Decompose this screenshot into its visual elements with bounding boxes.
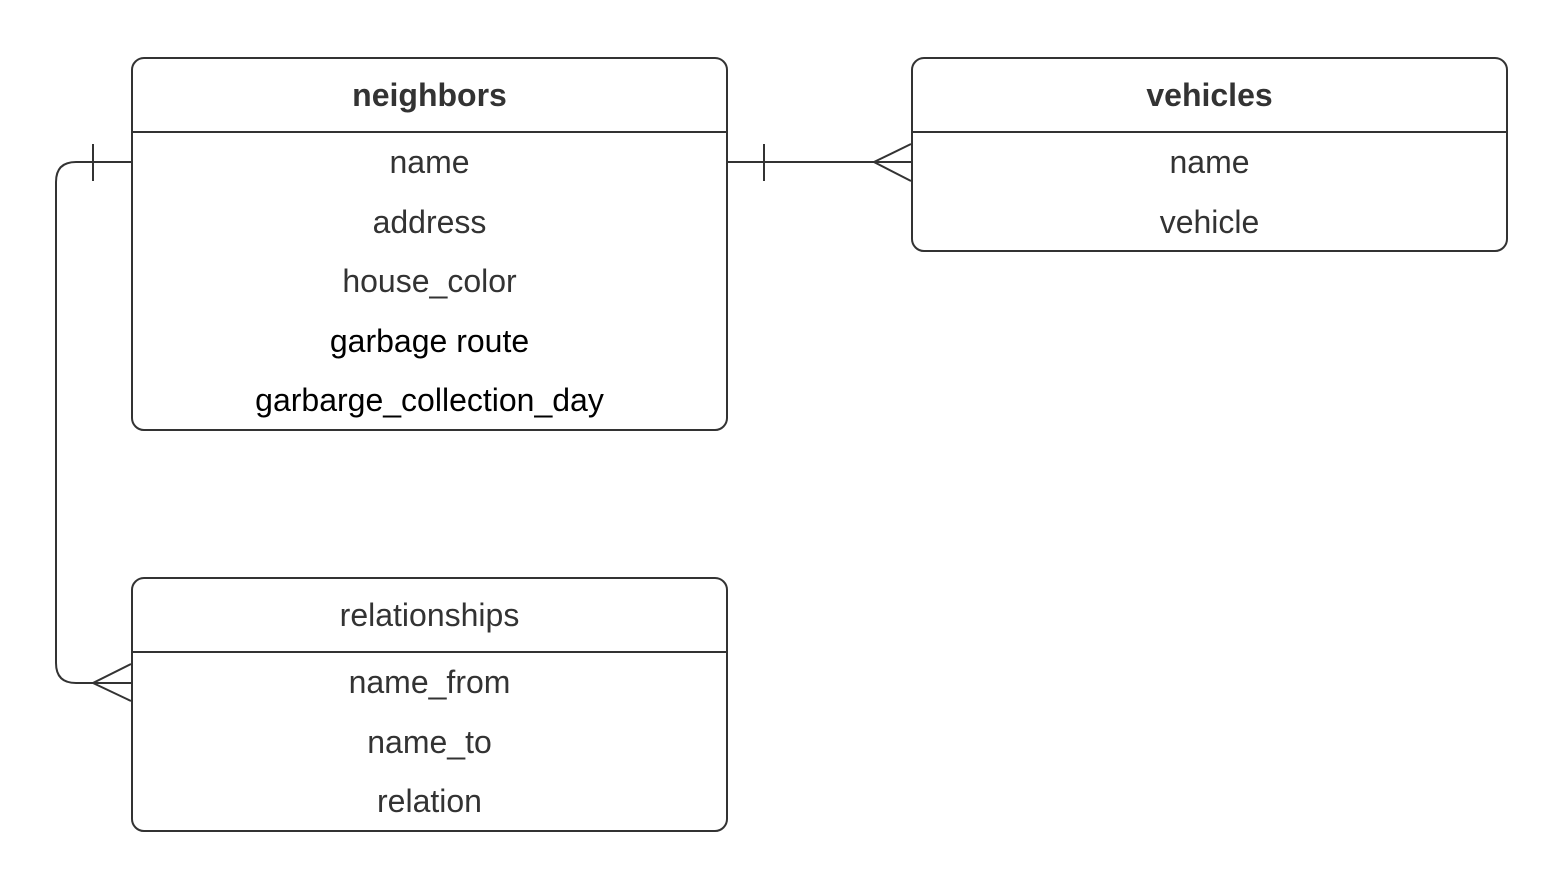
entity-vehicles[interactable]: vehicles name vehicle: [911, 57, 1508, 252]
field-name: name: [1169, 144, 1250, 181]
field-list-neighbors: name address house_color garbage route g…: [133, 133, 726, 431]
field-house-color: house_color: [342, 263, 517, 300]
field-name-from: name_from: [348, 664, 511, 701]
field-address: address: [372, 203, 487, 240]
field-relation: relation: [377, 783, 482, 820]
entity-title-relationships: relationships: [133, 579, 726, 653]
field-name: name: [389, 144, 470, 181]
field-list-vehicles: name vehicle: [913, 133, 1506, 252]
field-garbage-collection-day: garbarge_collection_day: [255, 382, 604, 419]
field-name-to: name_to: [367, 723, 492, 760]
entity-neighbors[interactable]: neighbors name address house_color garba…: [131, 57, 728, 431]
field-vehicle: vehicle: [1159, 203, 1260, 240]
field-garbage-route: garbage route: [329, 322, 530, 359]
connector-neighbors-relationships: [55, 161, 131, 684]
many-marker-relationships: [90, 663, 132, 702]
entity-title-neighbors: neighbors: [133, 59, 726, 133]
entity-relationships[interactable]: relationships name_from name_to relation: [131, 577, 728, 832]
entity-title-vehicles: vehicles: [913, 59, 1506, 133]
many-marker-vehicles: [871, 143, 912, 182]
field-list-relationships: name_from name_to relation: [133, 653, 726, 832]
